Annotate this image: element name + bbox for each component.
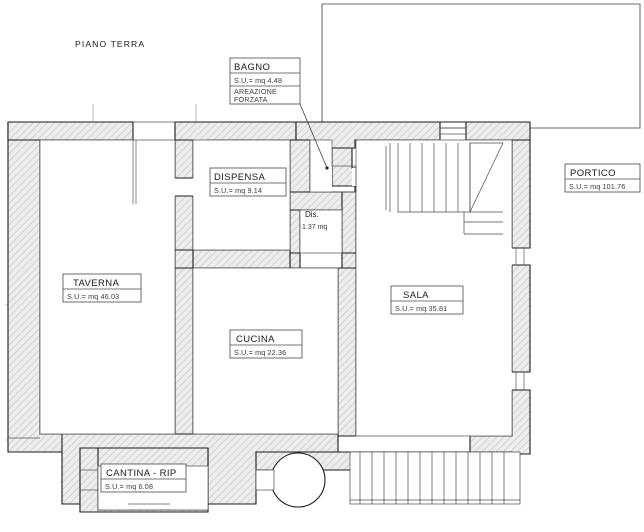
callout-taverna-name: TAVERNA — [73, 278, 120, 289]
portico-outline — [321, 3, 641, 129]
callout-bagno-note2: FORZATA — [234, 95, 268, 104]
callout-taverna[interactable]: TAVERNA S.U.= mq 46.03 — [62, 273, 142, 303]
wall-top-left — [7, 121, 134, 141]
callout-bagno[interactable]: BAGNO S.U.= mq 4.48 AREAZIONE FORZATA — [229, 57, 301, 105]
wall-cucina-sala-partition — [337, 267, 357, 437]
wall-partition-taverna-dispensa-upper — [174, 139, 194, 179]
callout-dispensa[interactable]: DISPENSA S.U.= mq 9.14 — [209, 167, 287, 197]
callout-sala[interactable]: SALA S.U.= mq 35.81 — [390, 285, 464, 315]
callout-sala-box — [390, 285, 464, 315]
callout-portico-area: S.U.= mq 101.76 — [569, 182, 625, 191]
callout-cantina-area: S.U.= mq 6.08 — [105, 482, 153, 491]
callout-bagno-area: S.U.= mq 4.48 — [234, 76, 282, 85]
bagno-leader-arrow — [325, 166, 329, 170]
inline-dis-name: Dis. — [305, 210, 319, 219]
callout-taverna-area: S.U.= mq 46.03 — [67, 292, 119, 301]
wall-dis-left — [289, 209, 301, 254]
circular-feature-duct — [255, 469, 275, 491]
door-openings — [8, 121, 525, 511]
page-title: PIANO TERRA — [75, 39, 145, 49]
room-bagno-interior-c — [352, 168, 380, 186]
bagno-leader-line — [299, 103, 329, 170]
callout-bagno-box — [229, 57, 301, 105]
callout-cantina-name: CANTINA - RIP — [106, 468, 177, 479]
callout-cantina-box — [100, 463, 187, 493]
inline-dis-area: 1.37 mq — [302, 224, 327, 231]
room-bagno-interior-b — [310, 140, 332, 192]
circular-feature-group — [255, 452, 326, 508]
exterior-steps — [349, 451, 521, 505]
wall-dis-right — [341, 191, 357, 259]
callout-dispensa-area: S.U.= mq 9.14 — [214, 186, 262, 195]
callout-sala-area: S.U.= mq 35.81 — [395, 304, 447, 313]
callout-cucina[interactable]: CUCINA S.U.= mq 22.36 — [229, 329, 303, 359]
callout-cucina-name: CUCINA — [236, 334, 275, 345]
callout-portico-box — [564, 163, 641, 193]
callout-taverna-box — [62, 273, 142, 303]
callout-cucina-area: S.U.= mq 22.36 — [234, 348, 286, 357]
callout-bagno-note1: AREAZIONE — [234, 87, 277, 96]
callout-cantina[interactable]: CANTINA - RIP S.U.= mq 6.08 — [100, 463, 187, 493]
circular-feature — [270, 452, 326, 508]
callout-portico-name: PORTICO — [570, 168, 616, 179]
wall-taverna-right — [174, 267, 194, 435]
callout-portico[interactable]: PORTICO S.U.= mq 101.76 — [564, 163, 641, 193]
callout-bagno-name: BAGNO — [234, 62, 270, 73]
callout-dispensa-box — [209, 167, 287, 197]
wall-right-exterior-upper — [511, 139, 531, 249]
callout-cucina-box — [229, 329, 303, 359]
callout-sala-name: SALA — [403, 290, 429, 301]
room-dis-interior — [300, 210, 342, 253]
wall-right-exterior-middle — [511, 264, 531, 373]
exterior-step-area — [349, 451, 521, 505]
callout-dispensa-name: DISPENSA — [214, 172, 266, 183]
inline-label-disimpegno: Dis. 1.37 mq — [302, 210, 327, 231]
wall-cucina-top — [192, 249, 291, 269]
staircase-interior — [385, 142, 504, 235]
